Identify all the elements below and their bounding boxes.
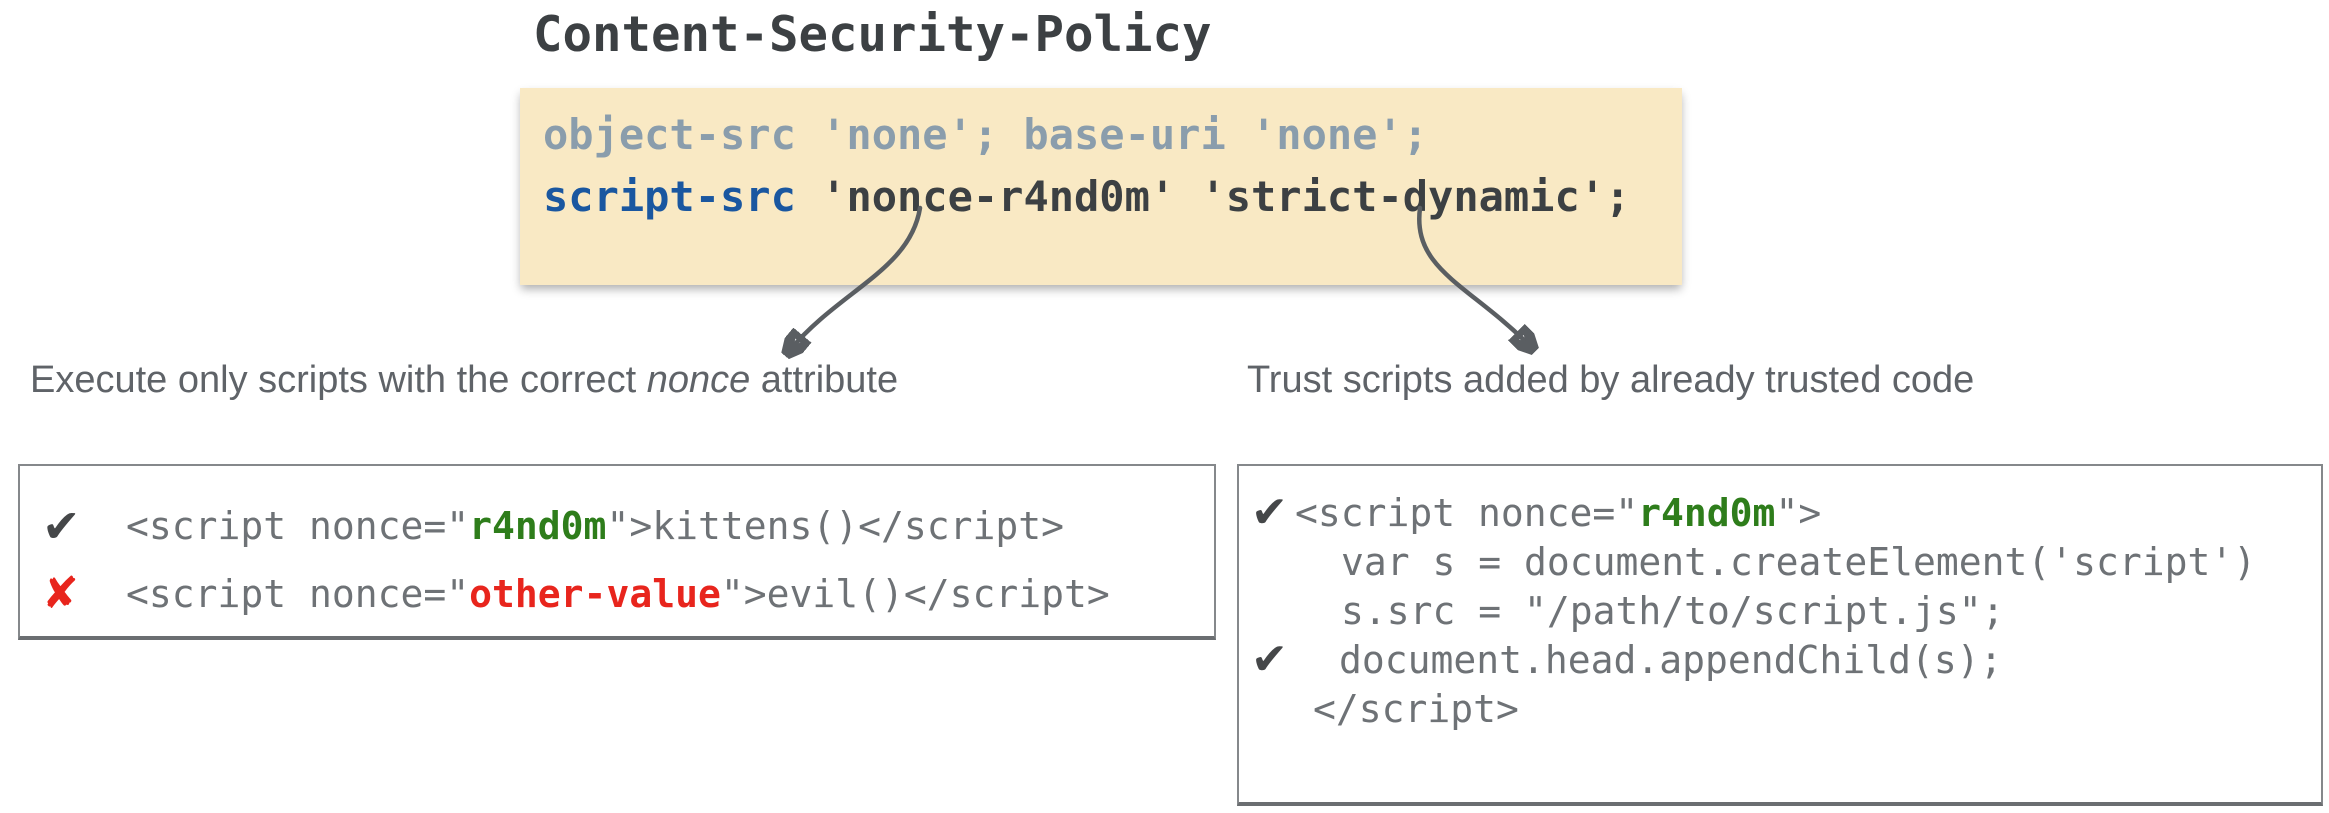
page-title: Content-Security-Policy — [533, 6, 1212, 63]
code-row-create-element: var s = document.createElement('script') — [1251, 537, 2321, 586]
code-text: <script nonce=" — [1295, 490, 1639, 535]
invalid-script-row: ✘ <script nonce="other-value">evil()</scr… — [42, 560, 1214, 628]
policy-line-object-src: object-src 'none'; base-uri 'none'; — [543, 110, 1429, 159]
nonce-example-box: ✔<script nonce="r4nd0m">kittens()</scrip… — [18, 464, 1216, 640]
trusted-script-open-row: ✔<script nonce="r4nd0m"> — [1251, 488, 2321, 537]
script-src-values: 'nonce-r4nd0m' 'strict-dynamic'; — [795, 172, 1631, 221]
code-text: <script nonce=" — [126, 504, 470, 548]
cross-icon: ✘ — [42, 568, 79, 619]
valid-script-row: ✔ <script nonce="r4nd0m">kittens()</scrip… — [42, 492, 1214, 560]
trusted-append-row: ✔ document.head.appendChild(s); — [1251, 635, 2321, 684]
script-src-keyword: script-src — [543, 172, 796, 221]
code-text: <script nonce=" — [126, 572, 470, 616]
check-icon: ✔ — [1251, 633, 1288, 685]
code-text: "> — [1775, 490, 1822, 535]
code-text: document.head.appendChild(s); — [1339, 637, 2003, 682]
nonce-value-invalid: other-value — [469, 572, 721, 616]
label-text: attribute — [750, 359, 899, 401]
code-text: var s = document.createElement('script') — [1341, 539, 2257, 584]
code-text: s.src = "/path/to/script.js"; — [1341, 588, 2005, 633]
strict-dynamic-example-box: ✔<script nonce="r4nd0m"> var s = documen… — [1237, 464, 2323, 806]
nonce-value-valid: r4nd0m — [1638, 490, 1776, 535]
code-row-src-assignment: s.src = "/path/to/script.js"; — [1251, 586, 2321, 635]
nonce-value-valid: r4nd0m — [469, 504, 607, 548]
check-icon: ✔ — [1251, 486, 1288, 538]
nonce-explanation-label: Execute only scripts with the correct no… — [30, 355, 898, 405]
code-text: ">evil()</script> — [720, 572, 1110, 616]
strict-dynamic-explanation-label: Trust scripts added by already trusted c… — [1247, 359, 1975, 401]
label-text: Execute only scripts with the correct — [30, 359, 647, 401]
check-icon: ✔ — [42, 499, 81, 553]
code-text: ">kittens()</script> — [606, 504, 1065, 548]
label-emphasis-nonce: nonce — [646, 359, 751, 401]
code-text: </script> — [1313, 686, 1519, 731]
csp-policy-code-block: object-src 'none'; base-uri 'none'; scri… — [520, 88, 1682, 285]
code-row-script-close: </script> — [1251, 684, 2321, 733]
policy-line-script-src: script-src 'nonce-r4nd0m' 'strict-dynami… — [543, 166, 1682, 228]
